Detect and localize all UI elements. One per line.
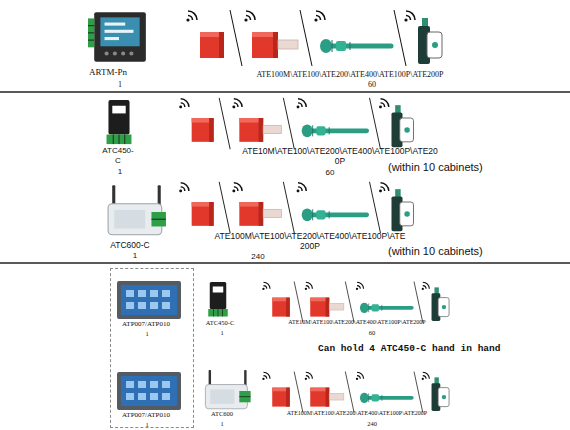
sensor-set [179,98,413,149]
device-name: ATC600-C [110,240,150,250]
screen-device [117,281,181,319]
quantity: 1 [220,420,223,428]
note-text: (within 10 cabinets) [388,161,483,174]
meter-device [88,12,146,62]
device-name: ATP007/ATP010 [122,411,170,419]
device-name: ATC450- C [102,146,133,165]
quantity: 1 [118,167,122,177]
quantity: 240 [367,420,377,428]
collector-device [108,185,166,235]
note-text: Can hold 4 ATC450-C hand in hand [318,343,500,354]
sensor-models: ATE100M\ATE100\ATE200\ATE400\ATE100P\ATE… [256,70,443,80]
sensor-models: ATE10M\ATE100\ATE200\ATE400\ATE100P\ATE2… [288,319,425,326]
note-text: (within 10 cabinets) [388,245,483,258]
collector-device [107,100,132,144]
screen-device [117,372,181,410]
device-name: ATP007/ATP010 [122,320,170,328]
sensor-models: ATE100M\ATE100\ATE200\ATE400\ATE100P\ATE… [215,231,406,251]
sensor-set [262,372,449,413]
device-name: ATC450-C [206,319,235,327]
sensor-set [262,282,449,323]
quantity: 60 [368,80,376,90]
device-name: ATC600 [211,410,233,418]
group-box: ATP007/ATP0101ATP007/ATP0101 [110,268,194,428]
quantity: 60 [326,168,335,178]
quantity: 1 [118,80,122,90]
quantity: 240 [251,252,264,262]
quantity: 1 [145,421,148,429]
sensor-models: ATE100M\ATE100\ATE200\ATE400\ATE100P\ATE… [287,410,427,417]
separator-line [0,262,570,264]
collector-device [208,282,228,317]
quantity: 1 [220,329,223,337]
quantity: 60 [369,329,376,337]
quantity: 1 [145,330,148,338]
separator-line [0,91,570,93]
collector-device [205,370,250,409]
sensor-set [186,10,442,66]
sensor-set [179,182,413,233]
device-name: ARTM-Pn [89,67,127,78]
quantity: 1 [133,251,137,261]
